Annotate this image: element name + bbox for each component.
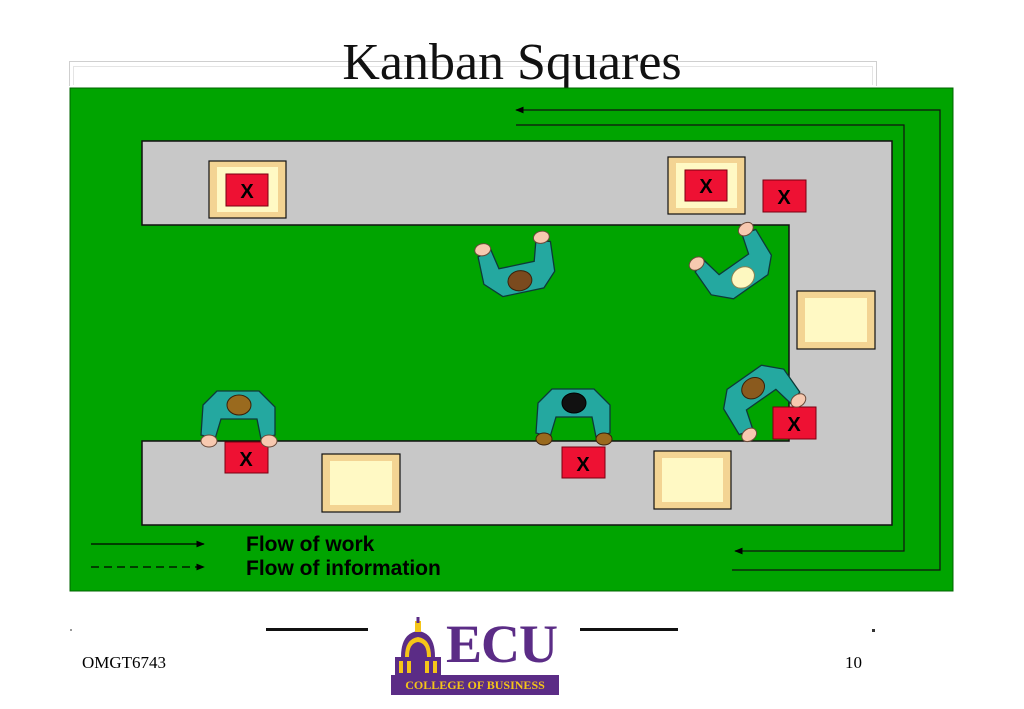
kanban-square-bottom-1-empty xyxy=(321,453,401,513)
kanban-card-loose-top-right: X xyxy=(762,179,807,213)
legend-flow-of-information: Flow of information xyxy=(246,557,441,580)
worker-top-middle xyxy=(474,230,556,298)
kanban-card-mark: X xyxy=(240,181,254,203)
footer-course-code: OMGT6743 xyxy=(82,653,167,672)
footer-rule-right xyxy=(580,628,678,631)
logo-wordmark: ECU xyxy=(446,614,558,674)
kanban-card-loose-bottom-left: X xyxy=(224,441,269,474)
ecu-logo xyxy=(395,617,441,675)
svg-text:X: X xyxy=(576,454,590,476)
footer-dot-left xyxy=(70,629,72,631)
footer-dot-right xyxy=(872,629,875,632)
kanban-card-loose-bottom-middle: X xyxy=(561,446,606,479)
information-flow-loop xyxy=(515,106,941,571)
footer-rule-left xyxy=(266,628,368,631)
kanban-card-loose-right: X xyxy=(772,406,817,440)
svg-text:X: X xyxy=(777,187,791,209)
kanban-card-mark: X xyxy=(699,176,713,198)
kanban-square-bottom-2-empty xyxy=(653,450,732,510)
kanban-square-right-empty xyxy=(796,290,876,350)
kanban-square-top-right: X xyxy=(667,156,746,215)
worker-bottom-right xyxy=(722,364,807,443)
worker-top-right xyxy=(688,221,773,300)
slide-title: Kanban Squares xyxy=(342,34,682,91)
svg-text:X: X xyxy=(787,414,801,436)
kanban-card-full xyxy=(225,173,269,207)
worker-bottom-middle xyxy=(535,388,613,446)
legend-flow-of-work: Flow of work xyxy=(246,533,375,556)
kanban-square-top-left: X xyxy=(208,160,287,219)
slide-frame xyxy=(69,61,877,86)
worker-bottom-left xyxy=(200,390,278,448)
page-number: 10 xyxy=(845,653,862,672)
slide-frame-inner xyxy=(73,66,873,85)
cupola-icon xyxy=(395,617,441,675)
svg-text:X: X xyxy=(239,449,253,471)
kanban-card-full xyxy=(684,169,728,202)
logo-subtitle: COLLEGE OF BUSINESS xyxy=(391,675,559,695)
